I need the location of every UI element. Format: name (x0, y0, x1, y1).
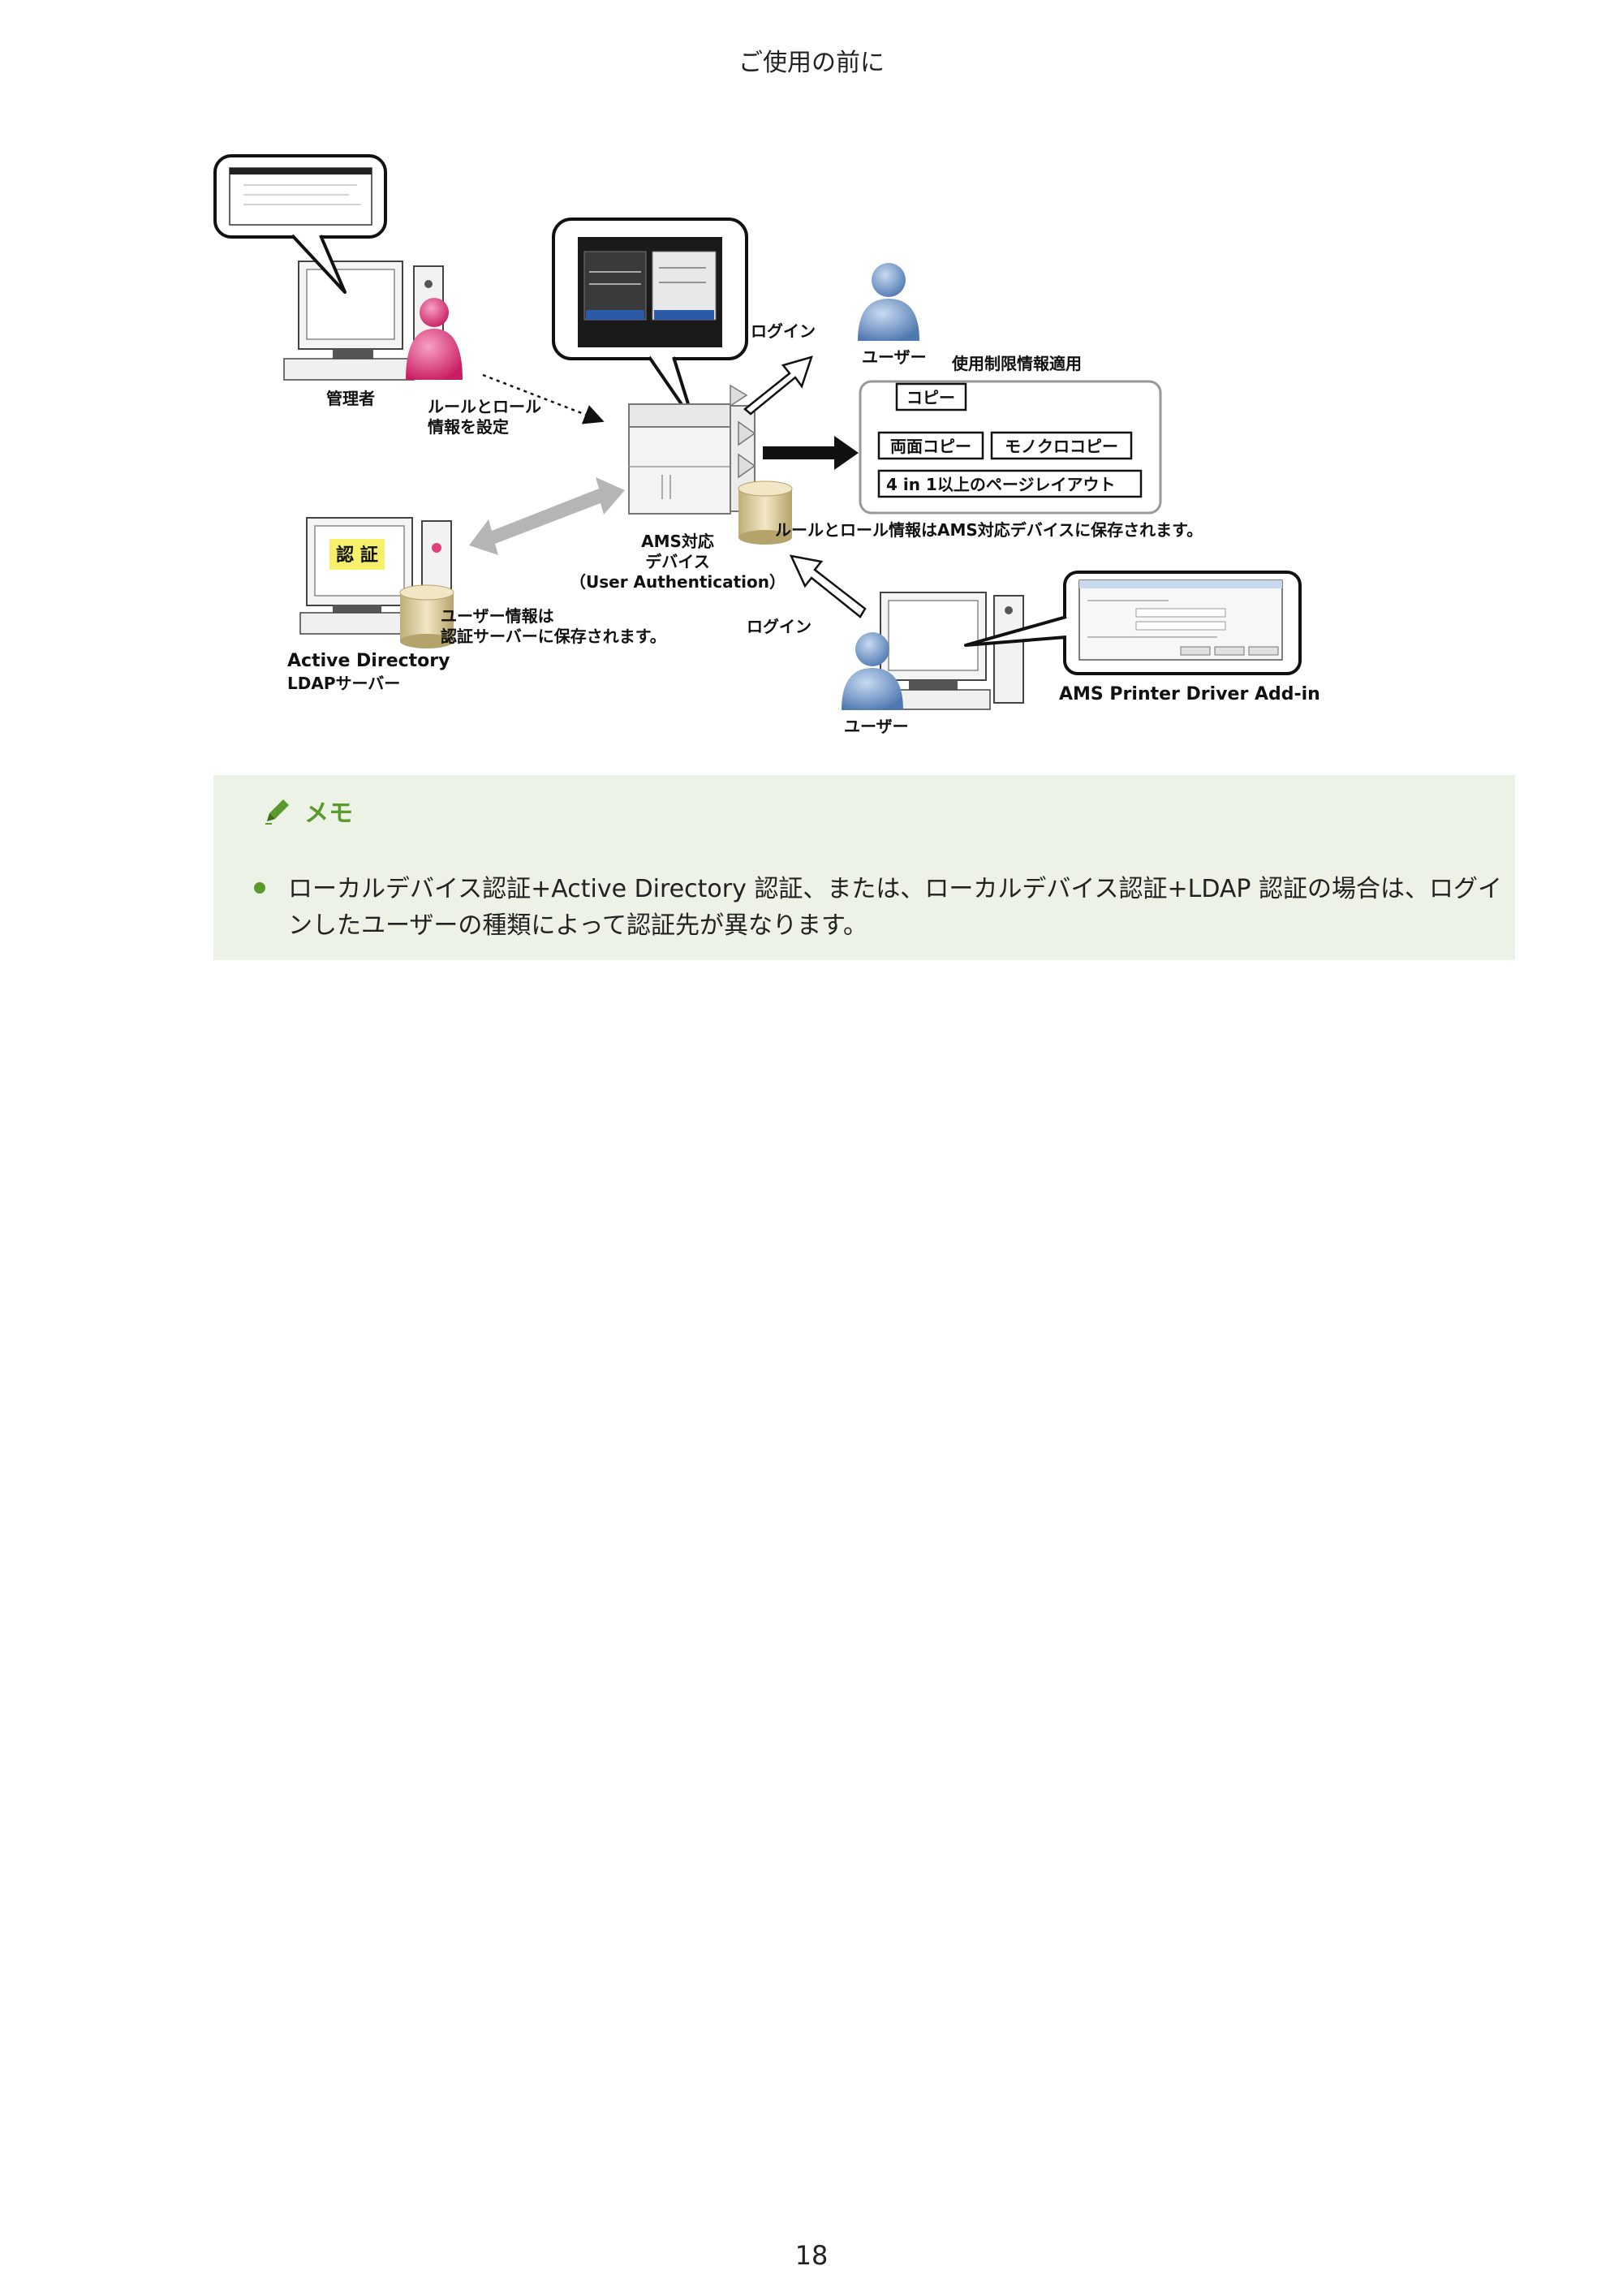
layout-box (877, 469, 1143, 498)
duplex-copy-box-label: 両面コピー (890, 437, 971, 456)
copy-box-label: コピー (906, 388, 955, 407)
user-info-note-line1: ユーザー情報は (441, 606, 554, 626)
mono-copy-box-label: モノクロコピー (1005, 437, 1118, 456)
login-top-arrow (743, 355, 813, 416)
memo-bullet-text: ローカルデバイス認証+Active Directory 認証、または、ローカルデ… (288, 875, 1503, 940)
layout-box-label: 4 in 1以上のページレイアウト (886, 475, 1115, 494)
memo-box: メモ ローカルデバイス認証+Active Directory 認証、または、ロー… (213, 775, 1515, 960)
user-top-person-icon (858, 263, 919, 341)
admin-screen-speech-bubble (213, 154, 387, 294)
admin-label: 管理者 (326, 389, 375, 408)
login-top-label: ログイン (751, 321, 816, 341)
user-top-label: ユーザー (862, 347, 927, 367)
page-number: 18 (794, 2240, 829, 2271)
page-header-title: ご使用の前に (738, 49, 885, 77)
device-database-icon (738, 480, 793, 545)
bullet-dot-icon (254, 882, 265, 894)
user-bottom-label: ユーザー (844, 717, 909, 736)
device-storage-note: ルールとロール情報はAMS対応デバイスに保存されます。 (775, 520, 1203, 540)
rule-setting-dotted-arrow (482, 373, 605, 424)
ams-device-printer-icon (628, 384, 756, 515)
auth-server-double-arrow (469, 477, 625, 555)
device-panel-speech-bubble (552, 218, 748, 424)
rule-setting-label-line1: ルールとロール (428, 397, 541, 416)
auth-badge (329, 539, 385, 570)
device-label-line3: （User Authentication） (570, 572, 786, 592)
device-label-line2: デバイス (645, 552, 709, 571)
login-bottom-arrow (789, 554, 867, 618)
rule-setting-label-line2: 情報を設定 (428, 417, 509, 437)
driver-addin-speech-bubble (964, 571, 1302, 675)
device-label-line1: AMS対応 (641, 532, 714, 551)
auth-server-database-icon (399, 584, 454, 648)
ams-authentication-diagram: 管理者 ルールとロール 情報を設定 AMS対応 デバイス （User Auth (213, 154, 1320, 736)
user-info-note-line2: 認証サーバーに保存されます。 (441, 627, 666, 646)
memo-title-text: メモ (304, 799, 353, 828)
auth-badge-label: 認 証 (336, 545, 378, 566)
login-bottom-label: ログイン (747, 617, 812, 636)
user-bottom-person-icon (842, 632, 903, 710)
driver-addin-label: AMS Printer Driver Add-in (1059, 684, 1320, 704)
active-directory-label: Active Directory (287, 651, 450, 671)
admin-computer-icon (283, 261, 444, 381)
restriction-title: 使用制限情報適用 (951, 354, 1082, 373)
ldap-server-label: LDAPサーバー (287, 674, 400, 693)
apply-restriction-arrow (763, 436, 859, 470)
memo-bullet-item: ローカルデバイス認証+Active Directory 認証、または、ローカルデ… (254, 871, 1522, 944)
pencil-icon (262, 795, 293, 826)
mono-copy-box (990, 431, 1133, 460)
copy-box (895, 382, 967, 411)
memo-title: メモ (262, 793, 353, 829)
duplex-copy-box (877, 431, 984, 460)
admin-person-icon (406, 298, 463, 380)
